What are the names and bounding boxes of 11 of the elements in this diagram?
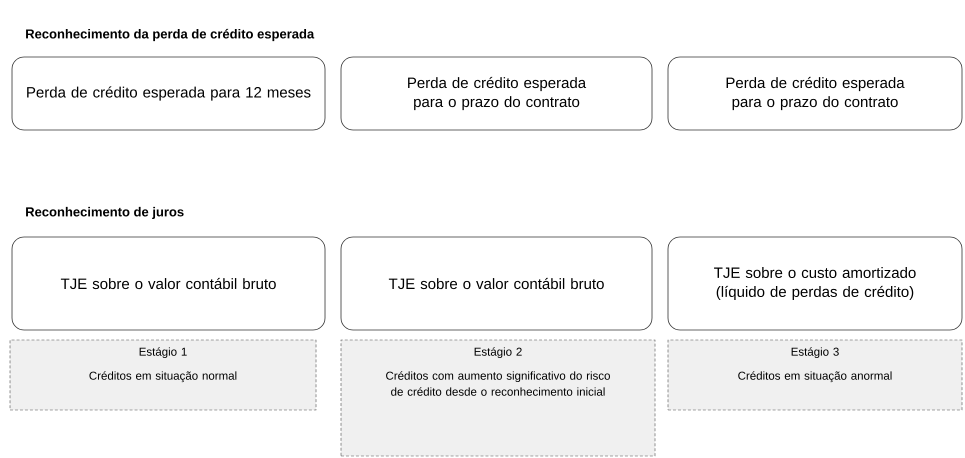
stage-box: Estágio 2 Créditos com aumento significativo do risco de crédito desde o reconhecimento inicial	[340, 340, 656, 456]
process-box: Perda de crédito esperada para o prazo do contrato	[340, 56, 652, 130]
process-box: TJE sobre o custo amortizado (líquido de perdas de crédito)	[668, 236, 962, 330]
stage-box: Estágio 3 Créditos em situação anormal	[668, 340, 962, 410]
process-box: Perda de crédito esperada para o prazo do contrato	[668, 56, 962, 130]
process-box: TJE sobre o valor contábil bruto	[340, 236, 652, 330]
stage-box: Estágio 1 Créditos em situação normal	[10, 340, 316, 410]
section-heading: Reconhecimento da perda de crédito esperada	[26, 28, 314, 42]
process-box: Perda de crédito esperada para 12 meses	[12, 56, 326, 130]
section-heading: Reconhecimento de juros	[26, 206, 184, 220]
process-box: TJE sobre o valor contábil bruto	[12, 236, 326, 330]
